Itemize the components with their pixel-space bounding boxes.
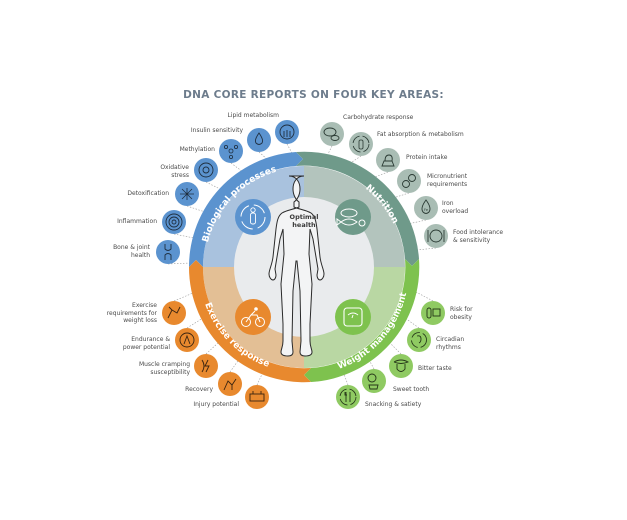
muscle-icon[interactable] [194,354,218,378]
label-line: Oxidative [160,164,189,171]
label-line: rhythms [436,343,461,351]
label-line: & sensitivity [453,236,491,244]
weight-area-icon[interactable] [335,299,371,335]
label-detoxification: Detoxification [127,190,169,197]
label-line: susceptibility [150,368,190,376]
center-label-line2: health [292,221,316,229]
molecule-icon[interactable] [219,139,243,163]
label-insulin-sensitivity: Insulin sensitivity [190,127,243,134]
label-line: overload [442,207,469,215]
plate-icon[interactable] [424,224,448,248]
injury-icon[interactable] [245,385,269,409]
circadian-icon[interactable] [407,328,431,352]
protein-icon[interactable] [376,148,400,172]
label-line: health [131,251,150,259]
ring-exercise[interactable] [188,260,311,383]
nutrition-area-icon[interactable] [335,199,371,235]
label-line: requirements for [106,309,157,317]
page-title: DNA CORE REPORTS ON FOUR KEY AREAS: [183,89,444,101]
label-inflammation: Inflammation [117,218,157,225]
target-rings-icon[interactable] [162,210,186,234]
bio-item-icons [156,120,299,264]
center-label-line1: Optimal [289,213,319,221]
label-line: weight loss [123,317,157,324]
label-line: Micronutrient [427,173,468,180]
fat-body-cycle-icon[interactable] [349,132,373,156]
joint-icon[interactable] [156,240,180,264]
label-injury-potential: Injury potential [193,401,239,408]
human-body-icon [268,175,325,357]
label-line: stress [171,171,189,179]
label-protein-intake: Protein intake [406,154,448,161]
obesity-icon[interactable] [421,301,445,325]
exercise-item-icons [162,301,269,409]
label-methylation: Methylation [179,146,215,153]
exercise-area-icon[interactable] [235,299,271,335]
label-recovery: Recovery [185,386,213,393]
label-line: Endurance & [131,336,170,343]
oxidative-icon[interactable] [194,158,218,182]
svg-text:Fe: Fe [424,208,428,212]
label-fat-absorption: Fat absorption & metabolism [377,131,464,138]
label-line: requirements [427,180,468,188]
cutlery-icon[interactable] [336,385,360,409]
label-line: Bone & joint [113,244,150,251]
label-line: power potential [122,343,170,351]
label-line: Iron [442,200,454,207]
recovery-icon[interactable] [218,372,242,396]
label-carbohydrate-response: Carbohydrate response [343,114,414,121]
label-line: Risk for [450,306,473,313]
label-line: Muscle cramping [138,361,190,368]
fruit-icon[interactable] [397,169,421,193]
label-snacking-satiety: Snacking & satiety [365,401,422,408]
label-sweet-tooth: Sweet tooth [393,386,430,393]
label-line: Food intolerance [453,229,504,236]
ring-weight[interactable] [304,259,420,382]
tongue-icon[interactable] [389,354,413,378]
label-bitter-taste: Bitter taste [418,365,452,372]
droplet-icon[interactable] [247,128,271,152]
nutrition-item-icons: Fe [320,122,448,248]
detox-icon[interactable] [175,182,199,206]
ring-nutrition[interactable] [296,151,419,266]
lipid-icon[interactable] [275,120,299,144]
label-line: obesity [450,313,472,321]
biological-area-icon[interactable] [235,199,271,235]
label-line: Exercise [132,302,157,309]
iron-drop-icon[interactable]: Fe [414,196,438,220]
bread-icon[interactable] [320,122,344,146]
center-label-optimal-health: Optimal health [276,213,332,229]
endurance-icon[interactable] [175,328,199,352]
weight-item-icons [336,301,445,409]
label-lipid-metabolism: Lipid metabolism [227,112,279,119]
label-endurance-power: Endurance &power potential [123,336,170,351]
sweets-icon[interactable] [362,369,386,393]
label-food-intolerance: Food intolerance& sensitivity [453,229,503,244]
ring-biological[interactable] [188,152,303,267]
label-line: Circadian [436,336,465,343]
exercise-icon[interactable] [162,301,186,325]
